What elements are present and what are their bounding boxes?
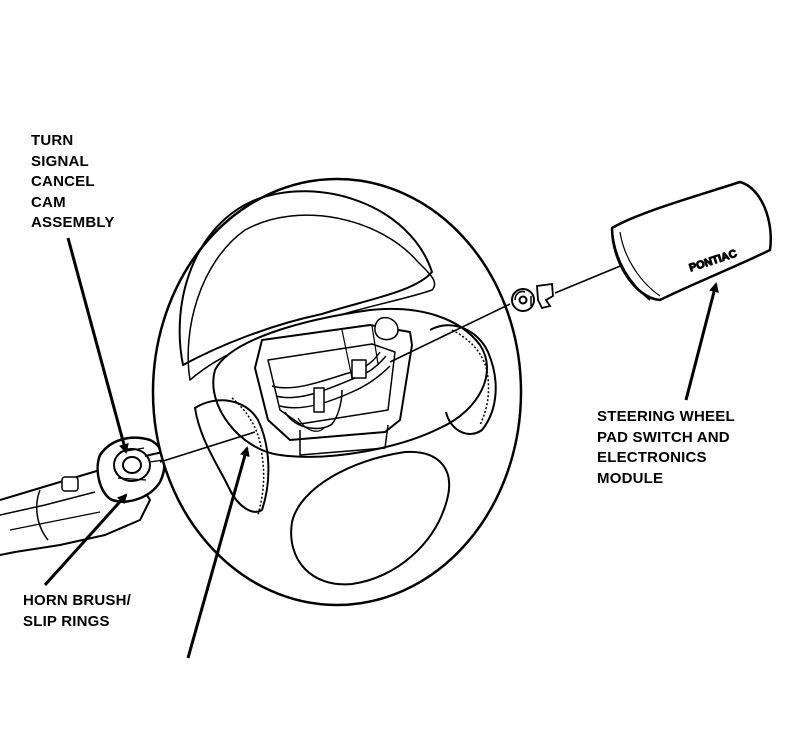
cam-pointer-arrow bbox=[66, 237, 129, 454]
pad-module-label: STEERING WHEEL PAD SWITCH AND ELECTRONIC… bbox=[597, 408, 735, 487]
steering-wheel bbox=[151, 177, 523, 607]
retaining-nut bbox=[511, 282, 554, 312]
pad-switch-module: PONTIAC bbox=[610, 180, 772, 302]
seam-pointer-arrow bbox=[186, 446, 250, 659]
horn-brush-label: HORN BRUSH/ SLIP RINGS bbox=[23, 592, 132, 630]
module-pointer-arrow bbox=[684, 282, 719, 401]
turn-signal-cam-label: TURN SIGNAL CANCEL CAM ASSEMBLY bbox=[31, 132, 115, 231]
callout-arrows bbox=[43, 237, 719, 659]
horn-pointer-arrow bbox=[43, 493, 128, 587]
assembly-centerline bbox=[159, 261, 631, 463]
steering-column bbox=[0, 436, 177, 556]
